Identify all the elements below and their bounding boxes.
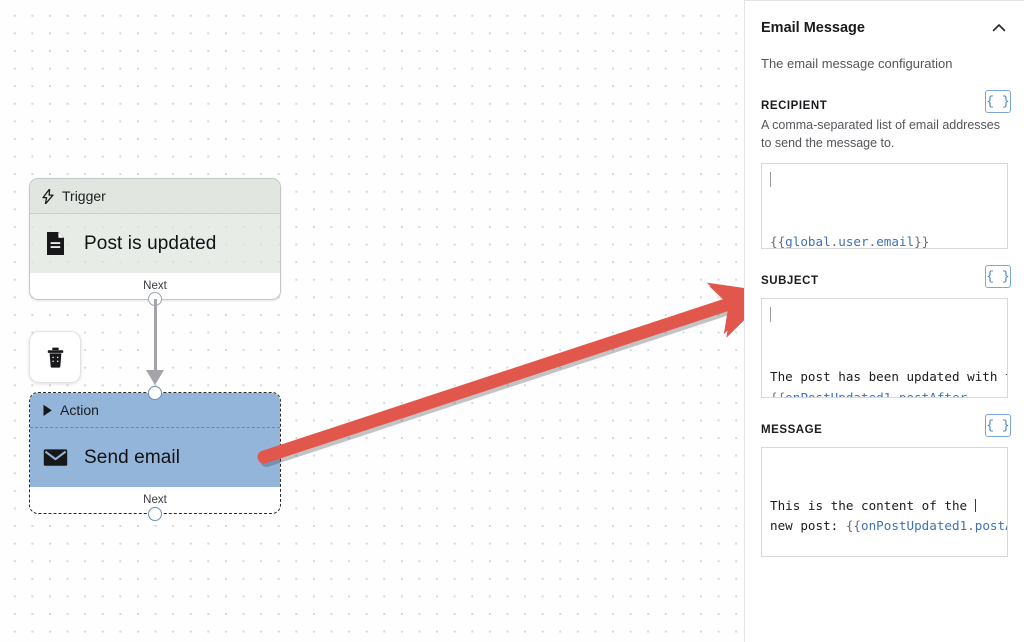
message-label: MESSAGE (761, 424, 823, 437)
panel-title: Email Message (761, 20, 865, 36)
red-annotation-arrow (257, 282, 744, 467)
workflow-node-trigger[interactable]: Trigger Post is updated Next (29, 178, 281, 300)
play-triangle-icon[interactable] (42, 404, 53, 417)
trigger-node-body: Post is updated (30, 213, 280, 273)
trigger-node-header: Trigger (30, 179, 280, 213)
recipient-input[interactable]: {{global.user.email}} (761, 163, 1008, 250)
panel-top-divider (745, 0, 1024, 1)
recipient-caret (770, 172, 771, 188)
action-input-port[interactable] (148, 386, 162, 400)
workflow-node-action[interactable]: Action Send email Next (29, 392, 281, 514)
chevron-up-icon[interactable] (990, 19, 1008, 37)
message-value: This is the content of the new post: {{o… (770, 497, 1007, 534)
panel-header: Email Message (761, 1, 1008, 37)
message-binding-button[interactable]: { } (985, 414, 1011, 438)
lightning-bolt-icon (42, 188, 55, 204)
properties-panel: Email Message The email message configur… (744, 0, 1024, 642)
document-icon (42, 231, 68, 257)
trigger-node-title: Post is updated (84, 232, 217, 254)
action-output-port[interactable] (148, 507, 162, 521)
envelope-icon (42, 445, 68, 471)
action-node-type-label: Action (60, 402, 99, 418)
field-subject: SUBJECT { } The post has been updated wi… (761, 265, 1011, 399)
recipient-value: {{global.user.email}} (770, 234, 930, 250)
recipient-label: RECIPIENT (761, 99, 828, 112)
recipient-binding-button[interactable]: { } (985, 89, 1011, 113)
workflow-canvas[interactable]: Trigger Post is updated Next (0, 0, 744, 642)
message-input[interactable]: This is the content of the new post: {{o… (761, 447, 1008, 558)
connector-arrowhead-icon (146, 370, 164, 385)
panel-description: The email message configuration (761, 56, 953, 71)
recipient-description: A comma-separated list of email addresse… (761, 117, 1000, 150)
trash-icon (46, 347, 65, 368)
subject-value: The post has been updated with the title… (770, 369, 1007, 399)
field-recipient: RECIPIENT { } A comma-separated list of … (761, 89, 1011, 250)
action-node-body: Send email (30, 427, 280, 487)
action-node-title: Send email (84, 446, 181, 468)
trigger-node-type-label: Trigger (62, 188, 106, 204)
subject-label: SUBJECT (761, 275, 819, 288)
field-message: MESSAGE { } This is the content of the n… (761, 414, 1011, 558)
subject-input[interactable]: The post has been updated with the title… (761, 298, 1008, 399)
subject-caret (770, 307, 771, 323)
subject-binding-button[interactable]: { } (985, 265, 1011, 289)
delete-node-button[interactable] (29, 331, 81, 383)
connector-line (154, 299, 157, 373)
